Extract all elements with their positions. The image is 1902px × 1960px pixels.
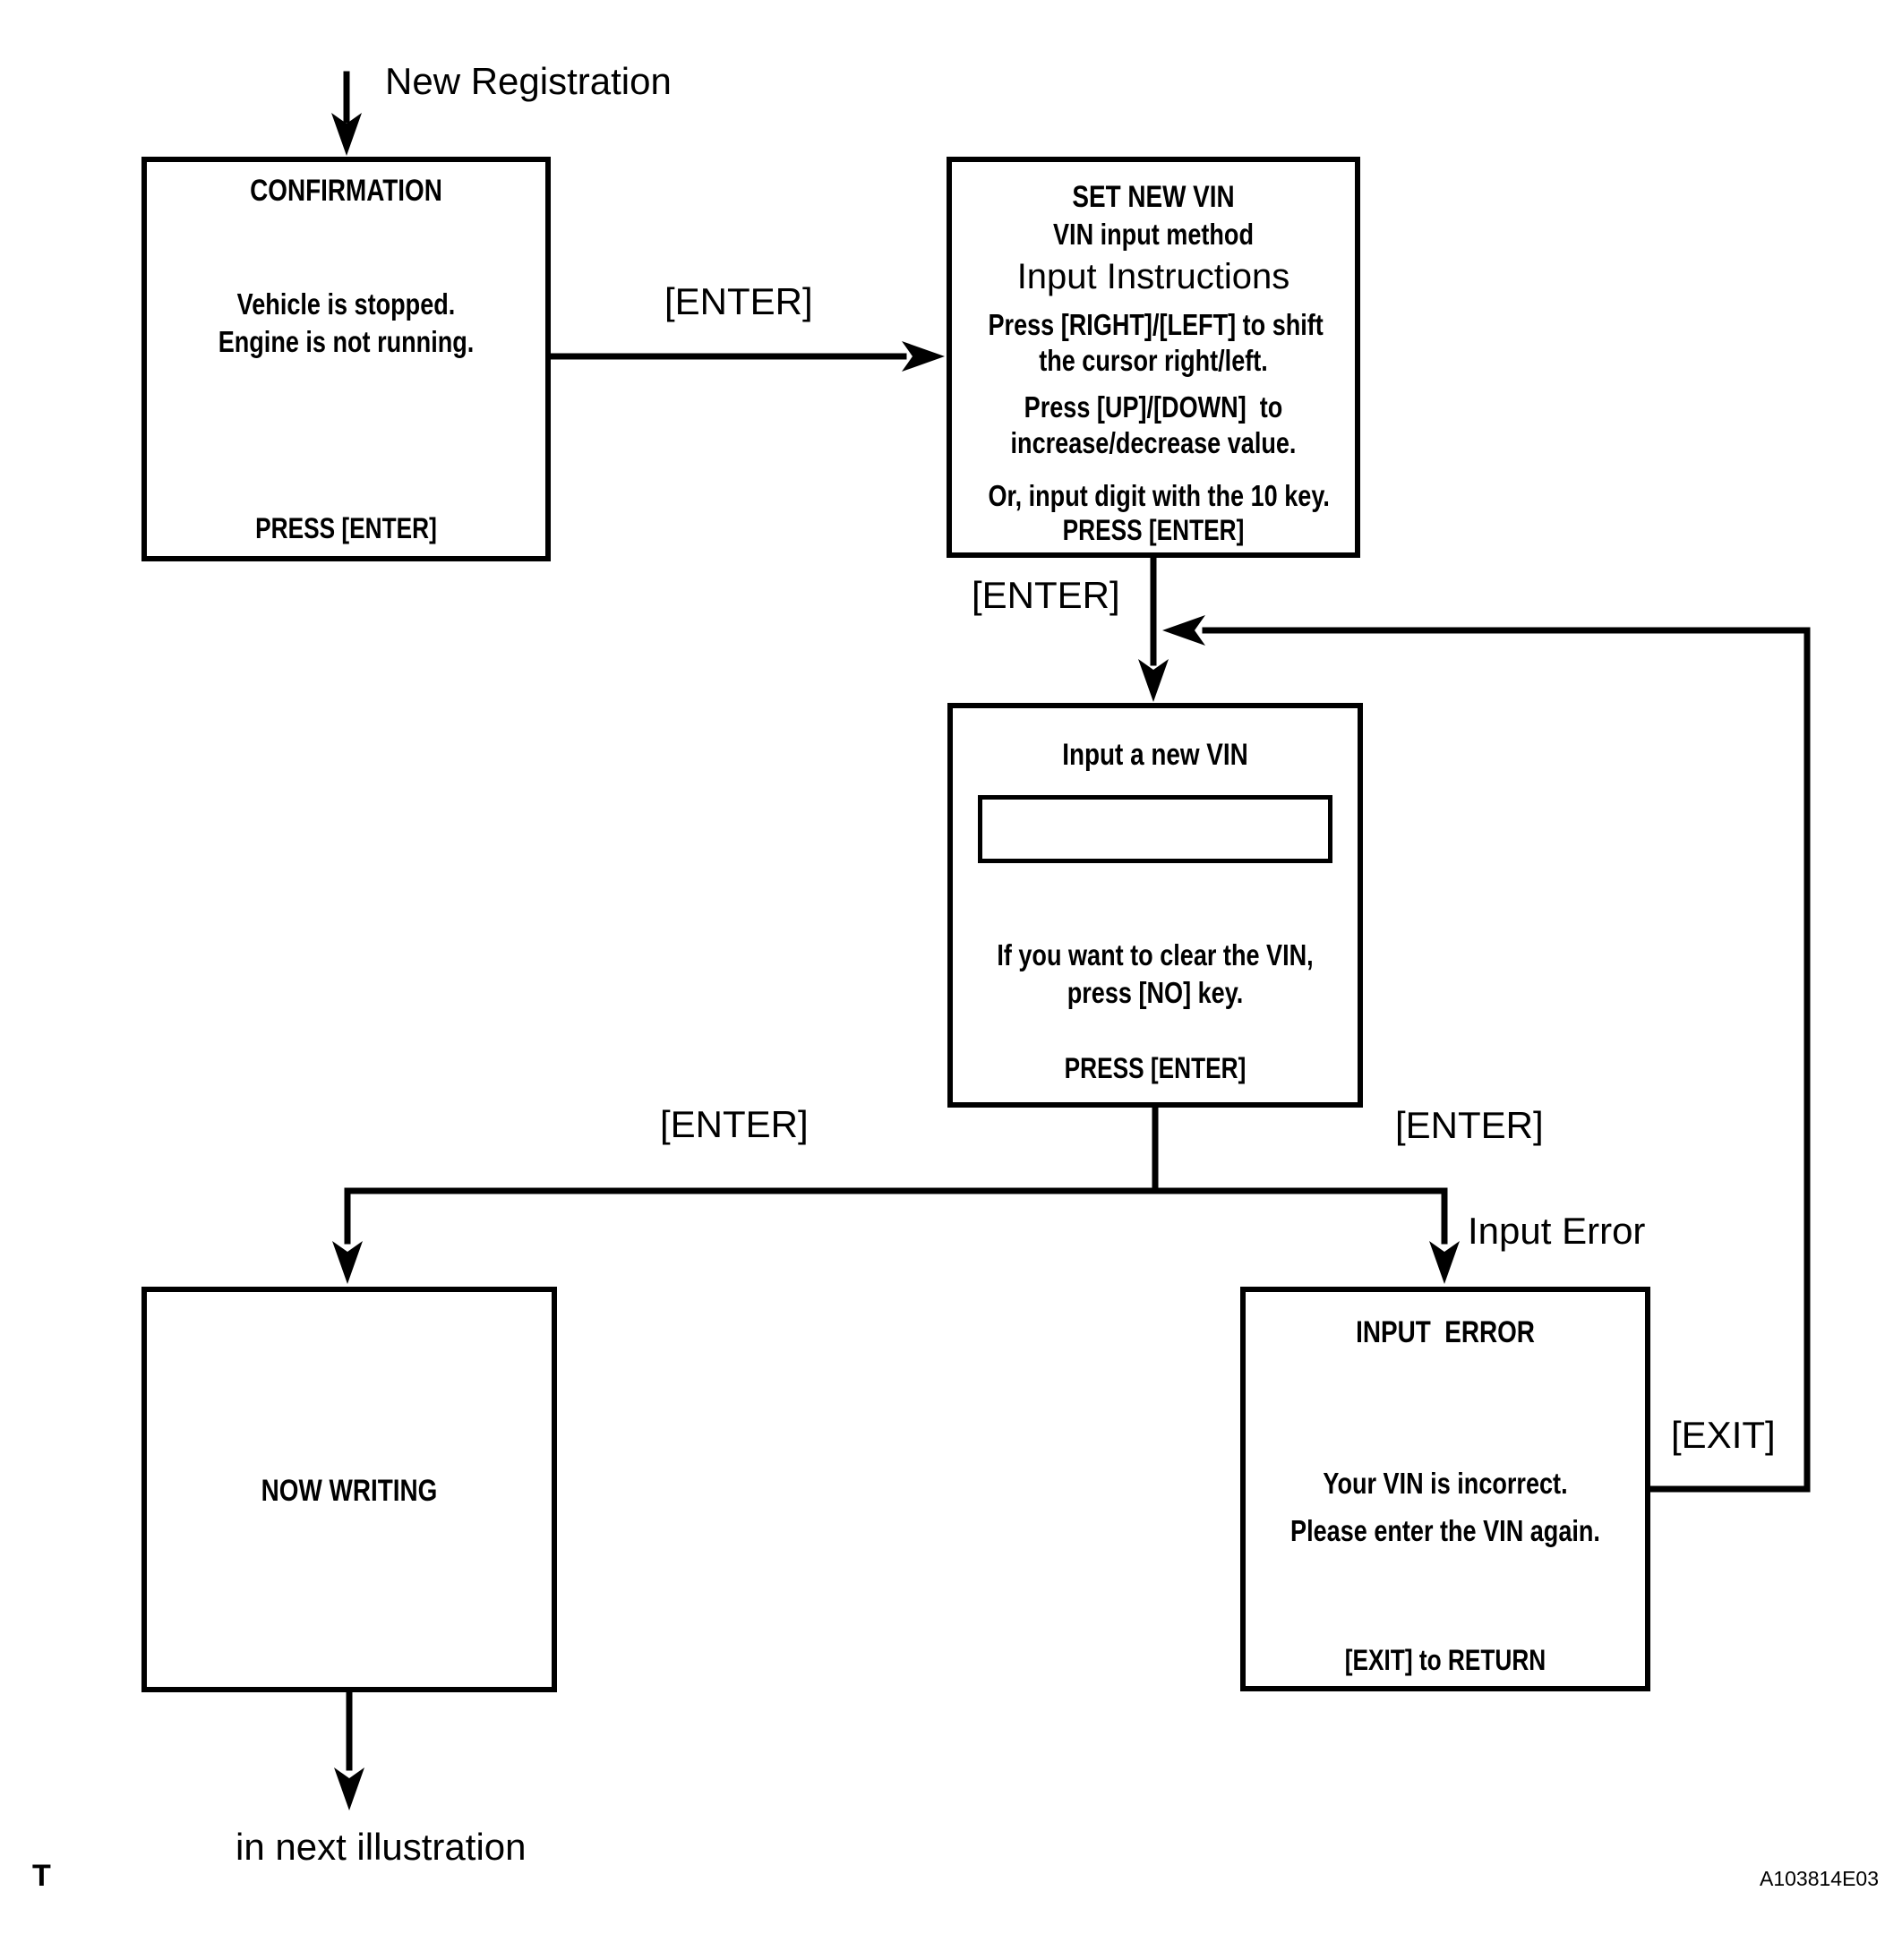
edge-branch-lines [344, 1104, 1448, 1245]
confirmation-line1: Vehicle is stopped. [236, 287, 456, 321]
set-new-vin-line2: the cursor right/left. [1039, 344, 1268, 377]
edge-label-enter-2: [ENTER] [972, 574, 1120, 616]
edge-label-input-error: Input Error [1468, 1210, 1646, 1252]
confirmation-title: CONFIRMATION [250, 174, 442, 208]
arrowhead-down-inputerror-icon [1429, 1241, 1460, 1284]
input-new-vin-line1: If you want to clear the VIN, [997, 938, 1314, 971]
now-writing-title: NOW WRITING [261, 1474, 438, 1508]
input-new-vin-title: Input a new VIN [1062, 738, 1248, 772]
set-new-vin-line5: Or, input digit with the 10 key. [988, 479, 1330, 512]
input-new-vin-footer: PRESS [ENTER] [1064, 1052, 1247, 1084]
confirmation-footer: PRESS [ENTER] [255, 512, 437, 544]
edge-exit-return-line [1202, 627, 1811, 1493]
flowchart-node-confirmation: CONFIRMATION Vehicle is stopped. Engine … [141, 157, 551, 561]
arrowhead-down-exit-icon [334, 1767, 364, 1810]
exit-note: in next illustration [236, 1826, 527, 1868]
edge-label-exit: [EXIT] [1671, 1414, 1776, 1456]
arrowhead-right-setvin-icon [902, 341, 945, 372]
edge-label-enter-3: [ENTER] [660, 1103, 809, 1145]
input-error-line2: Please enter the VIN again. [1290, 1514, 1600, 1547]
input-new-vin-line2: press [NO] key. [1067, 976, 1244, 1009]
arrowhead-down-nowwriting-icon [332, 1241, 363, 1284]
confirmation-line2: Engine is not running. [218, 325, 475, 358]
flowchart-node-set-new-vin: SET NEW VIN VIN input method Input Instr… [947, 157, 1360, 558]
input-error-footer: [EXIT] to RETURN [1344, 1644, 1546, 1676]
vin-input-field [978, 795, 1332, 863]
edge-label-enter-4: [ENTER] [1395, 1104, 1544, 1146]
set-new-vin-line4: increase/decrease value. [1010, 426, 1297, 459]
input-error-title: INPUT ERROR [1356, 1315, 1535, 1349]
set-new-vin-line1: Press [RIGHT]/[LEFT] to shift [988, 308, 1324, 341]
set-new-vin-instructions-heading: Input Instructions [1016, 257, 1290, 296]
set-new-vin-title: SET NEW VIN [1072, 180, 1235, 214]
arrowhead-down-entry-icon [331, 113, 362, 156]
arrowhead-left-return-icon [1162, 615, 1205, 646]
arrowhead-down-inputvin-icon [1138, 659, 1169, 702]
entry-label: New Registration [385, 60, 672, 102]
flowchart-node-input-error: INPUT ERROR Your VIN is incorrect. Pleas… [1240, 1287, 1650, 1691]
set-new-vin-footer: PRESS [ENTER] [1062, 514, 1245, 546]
edge-label-enter-1: [ENTER] [664, 280, 813, 322]
set-new-vin-line3: Press [UP]/[DOWN] to [1024, 390, 1283, 424]
flowchart-node-input-new-vin: Input a new VIN If you want to clear the… [947, 703, 1363, 1108]
input-error-line1: Your VIN is incorrect. [1323, 1467, 1568, 1500]
set-new-vin-subtitle: VIN input method [1053, 218, 1254, 251]
flowchart-node-now-writing: NOW WRITING [141, 1287, 557, 1692]
page-letter: T [32, 1859, 51, 1893]
figure-id: A103814E03 [1760, 1867, 1880, 1890]
